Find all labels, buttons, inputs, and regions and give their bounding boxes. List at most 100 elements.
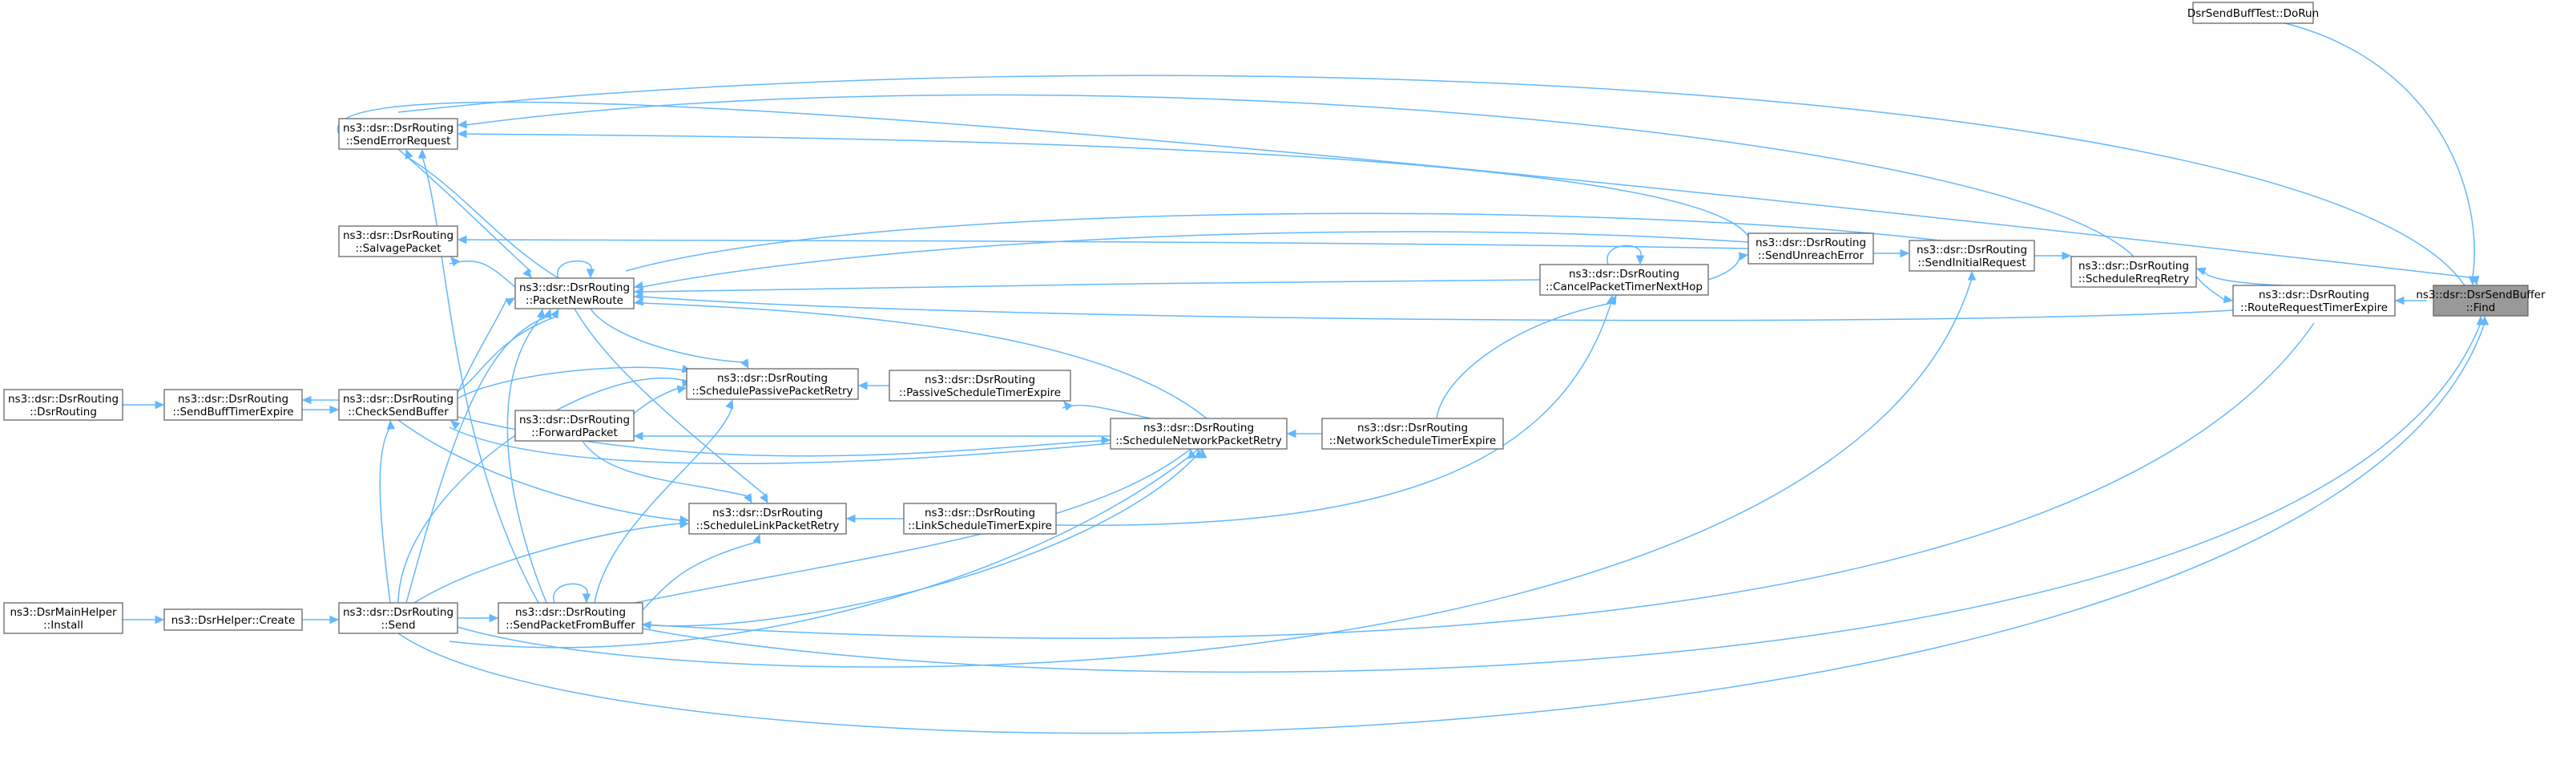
- edge-arrowhead: [329, 615, 340, 624]
- node-pnr[interactable]: ns3::dsr::DsrRouting::PacketNewRoute: [514, 277, 635, 309]
- node-label-line: ns3::dsr::DsrRouting: [717, 372, 828, 385]
- call-edge: [650, 448, 1203, 627]
- node-box[interactable]: [1909, 240, 2035, 272]
- node-cptnh[interactable]: ns3::dsr::DsrRouting::CancelPacketTimerN…: [1539, 264, 1709, 296]
- edge-arrowhead: [522, 268, 532, 278]
- edge-arrowhead: [1967, 270, 1977, 281]
- node-pste[interactable]: ns3::dsr::DsrRouting::PassiveScheduleTim…: [889, 370, 1071, 402]
- node-slpr[interactable]: ns3::dsr::DsrRouting::ScheduleLinkPacket…: [688, 503, 847, 535]
- node-srr[interactable]: ns3::dsr::DsrRouting::ScheduleRreqRetry: [2070, 256, 2197, 288]
- edge-arrowhead: [457, 235, 467, 245]
- node-label-line: ns3::dsr::DsrRouting: [343, 122, 454, 135]
- node-lste[interactable]: ns3::dsr::DsrRouting::LinkScheduleTimerE…: [903, 503, 1057, 535]
- edge-arrowhead: [1194, 448, 1203, 459]
- node-label-line: ns3::dsr::DsrRouting: [1569, 268, 1679, 281]
- call-edge: [449, 448, 1199, 649]
- node-salv[interactable]: ns3::dsr::DsrRouting::SalvagePacket: [338, 225, 458, 257]
- edge-arrowhead: [536, 308, 546, 319]
- node-box[interactable]: [3, 389, 123, 421]
- call-edge: [625, 212, 1941, 272]
- node-box[interactable]: [2192, 2, 2314, 24]
- call-edge: [642, 322, 2315, 639]
- edge-arrowhead: [405, 148, 413, 160]
- node-box[interactable]: [514, 410, 635, 442]
- node-label-line: ::CheckSendBuffer: [348, 406, 449, 418]
- node-box[interactable]: [686, 368, 859, 400]
- node-box[interactable]: [338, 602, 458, 634]
- edge-arrowhead: [1101, 435, 1111, 445]
- call-edge: [405, 156, 559, 279]
- node-nste[interactable]: ns3::dsr::DsrRouting::NetworkScheduleTim…: [1321, 418, 1504, 450]
- node-doRun[interactable]: DsrSendBuffTest::DoRun: [2187, 2, 2319, 24]
- call-edge: [413, 523, 682, 604]
- node-box[interactable]: [2232, 285, 2396, 317]
- node-fwd[interactable]: ns3::dsr::DsrRouting::ForwardPacket: [514, 410, 635, 442]
- graph-edges: [123, 22, 2489, 734]
- call-edge: [379, 426, 391, 604]
- node-spfb[interactable]: ns3::dsr::DsrRouting::SendPacketFromBuff…: [498, 602, 643, 634]
- node-sue[interactable]: ns3::dsr::DsrRouting::SendUnreachError: [1748, 232, 1874, 265]
- node-sbte[interactable]: ns3::dsr::DsrRouting::SendBuffTimerExpir…: [163, 389, 303, 421]
- node-dsrR[interactable]: ns3::dsr::DsrRouting::DsrRouting: [3, 389, 123, 421]
- edge-arrowhead: [450, 257, 460, 267]
- node-rrte[interactable]: ns3::dsr::DsrRouting::RouteRequestTimerE…: [2232, 285, 2396, 317]
- node-box[interactable]: [1321, 418, 1504, 450]
- node-label-line: ns3::dsr::DsrSendBuffer: [2416, 289, 2546, 301]
- call-edge: [397, 419, 682, 521]
- node-label-line: ::SchedulePassivePacketRetry: [691, 385, 853, 398]
- edge-arrowhead: [2062, 251, 2072, 261]
- node-create[interactable]: ns3::DsrHelper::Create: [163, 608, 303, 631]
- node-label-line: ::Send: [381, 619, 415, 632]
- node-label-line: ::ScheduleNetworkPacketRetry: [1115, 435, 1282, 447]
- node-label-line: ns3::dsr::DsrRouting: [712, 507, 823, 519]
- node-sir[interactable]: ns3::dsr::DsrRouting::SendInitialRequest: [1909, 240, 2035, 272]
- edge-arrowhead: [582, 593, 591, 604]
- call-edge: [642, 322, 2481, 673]
- node-install[interactable]: ns3::DsrMainHelper::Install: [3, 602, 123, 634]
- node-snpr[interactable]: ns3::dsr::DsrRouting::ScheduleNetworkPac…: [1110, 418, 1288, 450]
- edge-arrowhead: [2195, 267, 2207, 276]
- node-box[interactable]: [3, 602, 123, 634]
- node-box[interactable]: [338, 225, 458, 257]
- node-find[interactable]: ns3::dsr::DsrSendBuffer::Find: [2416, 285, 2546, 317]
- node-label-line: ::SendBuffTimerExpire: [172, 406, 293, 418]
- call-edge: [405, 315, 551, 604]
- node-send[interactable]: ns3::dsr::DsrRouting::Send: [338, 602, 458, 634]
- node-box[interactable]: [2070, 256, 2197, 288]
- edge-arrowhead: [155, 400, 165, 410]
- node-box[interactable]: [889, 370, 1071, 402]
- node-label-line: ns3::dsr::DsrRouting: [519, 414, 630, 426]
- node-box[interactable]: [338, 389, 458, 421]
- node-box[interactable]: [163, 389, 303, 421]
- call-edge: [449, 426, 1111, 464]
- node-box[interactable]: [1748, 232, 1874, 265]
- call-edge: [397, 148, 532, 273]
- node-box[interactable]: [903, 503, 1057, 535]
- node-box[interactable]: [1110, 418, 1288, 450]
- node-label-line: ::SendPacketFromBuffer: [506, 619, 635, 632]
- node-box[interactable]: [688, 503, 847, 535]
- node-box[interactable]: [514, 277, 635, 309]
- edge-arrowhead: [386, 419, 396, 430]
- call-edge: [641, 231, 1749, 288]
- node-box[interactable]: [498, 602, 643, 634]
- node-label-line: ::Install: [43, 619, 83, 632]
- node-label-line: ns3::DsrHelper::Create: [171, 614, 296, 627]
- node-sppr[interactable]: ns3::dsr::DsrRouting::SchedulePassivePac…: [686, 368, 859, 400]
- node-ser[interactable]: ns3::dsr::DsrRouting::SendErrorRequest: [338, 118, 458, 150]
- node-label-line: ns3::dsr::DsrRouting: [1756, 236, 1866, 249]
- edge-arrowhead: [1900, 249, 1910, 258]
- node-csb[interactable]: ns3::dsr::DsrRouting::CheckSendBuffer: [338, 389, 458, 421]
- edge-arrowhead: [1635, 255, 1645, 265]
- node-box[interactable]: [338, 118, 458, 150]
- node-label-line: ::CancelPacketTimerNextHop: [1546, 281, 1703, 293]
- node-label-line: ns3::dsr::DsrRouting: [2259, 289, 2369, 301]
- node-box[interactable]: [163, 608, 303, 631]
- edge-arrowhead: [857, 381, 868, 390]
- node-box[interactable]: [2433, 285, 2529, 317]
- call-edge: [2195, 276, 2226, 301]
- node-label-line: ns3::dsr::DsrRouting: [925, 374, 1035, 386]
- node-box[interactable]: [1539, 264, 1709, 296]
- edge-arrowhead: [301, 395, 312, 405]
